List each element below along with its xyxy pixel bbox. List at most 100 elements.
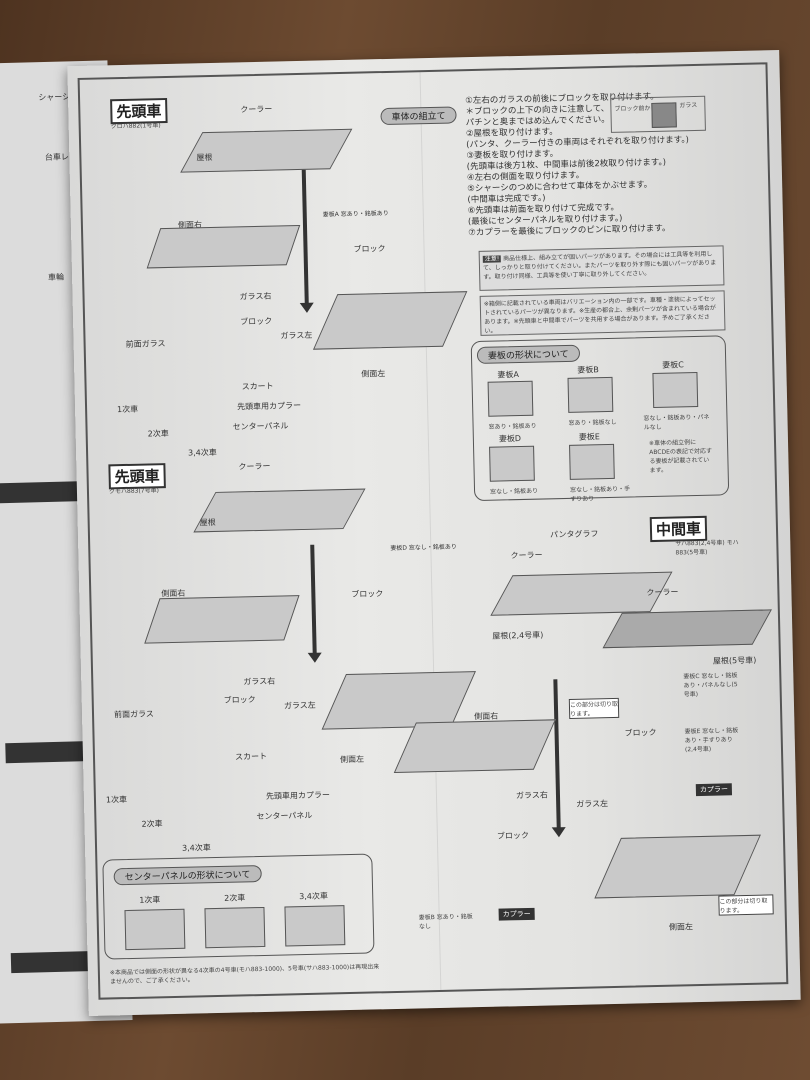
label: 妻板B 窓あり・銘板なし — [418, 913, 473, 931]
block-inset: ブロック前から ガラス — [610, 95, 706, 133]
label: 妻板C — [662, 360, 684, 370]
label: 屋根(5号車) — [712, 655, 757, 666]
label: ブロック — [624, 728, 657, 738]
end-plate-c-diagram — [652, 371, 699, 408]
label: ガラス右 — [243, 676, 276, 687]
label: 妻板C 窓なし・銘板あり・パネルなし(5号車) — [683, 672, 738, 699]
subtitle: クロハ882(1号車) — [110, 122, 161, 131]
label: ブロック — [240, 316, 273, 327]
arrow-icon — [310, 544, 317, 655]
instruction-sheet: 先頭車 クロハ882(1号車) クーラー 屋根 側面右 ガラス右 妻板A 窓あり… — [67, 50, 801, 1016]
label: 側面左 — [361, 369, 386, 379]
coupler-tag: カプラー — [498, 907, 535, 921]
panel-diagram — [204, 906, 266, 949]
label: 2次車 — [147, 428, 169, 439]
label: スカート — [241, 381, 274, 392]
label: 屋根 — [199, 517, 216, 528]
side-right-part — [393, 719, 556, 773]
label: ※車体の組立例にABCDEの表記で対応する妻板が記載されています。 — [648, 439, 713, 475]
label: 車輪 — [47, 272, 65, 282]
label: パンタグラフ — [549, 529, 599, 540]
label: クーラー — [240, 104, 273, 115]
label: 前面ガラス — [125, 339, 166, 349]
label: 先頭車用カプラー — [265, 790, 331, 801]
side-left-part — [312, 291, 468, 350]
box-title: 妻板の形状について — [476, 344, 580, 364]
callout: この部分は切り取ります。 — [718, 894, 774, 916]
label: 1次車 — [139, 895, 161, 905]
label: クーラー — [510, 550, 543, 561]
roof-5-part — [602, 609, 772, 649]
label: 側面左 — [668, 922, 694, 932]
roof-24-part — [490, 571, 673, 616]
label: ブロック — [353, 244, 386, 254]
step: ＊ブロックの上下の向きに注意して、パチンと奥まではめ込んでください。 — [465, 103, 610, 129]
label: 屋根(2,4号車) — [492, 630, 544, 641]
panel-diagram — [124, 908, 186, 951]
label: ガラス左 — [576, 799, 609, 809]
label: 窓なし・銘板あり・パネルなし — [643, 413, 710, 432]
end-plate-a-diagram — [487, 380, 534, 417]
label: ガラス左 — [280, 330, 313, 341]
label: クーラー — [238, 461, 271, 472]
roof-part — [180, 128, 353, 173]
end-plate-b-diagram — [567, 376, 614, 413]
label: 窓なし・銘板あり — [490, 487, 539, 496]
box-title: センターパネルの形状について — [113, 865, 262, 886]
roof-part — [193, 488, 366, 533]
callout: この部分は切り取ります。 — [568, 697, 620, 719]
label: 屋根 — [196, 152, 213, 163]
label: 妻板A — [497, 370, 520, 380]
end-plate-e-diagram — [569, 443, 615, 480]
label: 3,4次車 — [181, 843, 211, 853]
side-part — [146, 224, 301, 269]
label: 妻板E — [578, 432, 601, 442]
note-box: ※箱側に記載されている車両はバリエーション内の一部です。車種・塗装によってセット… — [479, 290, 726, 336]
panel-diagram — [284, 905, 346, 947]
label: 前面ガラス — [113, 709, 154, 720]
label: 2次車 — [224, 893, 246, 903]
label: センターパネル — [256, 810, 313, 822]
label: 窓なし・銘板あり・手すりあり — [569, 485, 631, 503]
label: スカート — [234, 751, 268, 762]
label: ブロック — [351, 589, 384, 599]
label: ブロック — [496, 830, 529, 841]
label: 3,4次車 — [188, 447, 217, 458]
label: 窓あり・銘板なし — [568, 418, 617, 427]
label: 妻板E 窓なし・銘板あり・手すりあり(2,4号車) — [684, 727, 739, 754]
label: 窓あり・銘板あり — [488, 422, 537, 431]
section-header: 車体の組立て — [380, 106, 457, 126]
caution-label: 注意! — [482, 255, 502, 263]
label: 妻板D 窓なし・銘板あり — [390, 543, 457, 552]
footnote: ※本商品では側面の形状が異なる4次車の4号車(モハ883-1000)、5号車(サ… — [109, 963, 380, 986]
label: ガラス — [679, 101, 698, 110]
caution-box: 注意! 商品仕様上、組み立てが固いパーツがあります。その場合には工具等を利用して… — [478, 245, 725, 291]
subtitle: サハ883(2,4号車) モハ883(5号車) — [675, 539, 739, 557]
end-plate-d-diagram — [489, 445, 535, 482]
label: ガラス左 — [283, 700, 316, 711]
label: ブロック前から — [614, 104, 657, 113]
label: 3,4次車 — [299, 891, 329, 902]
label: クーラー — [646, 587, 679, 598]
label: 1次車 — [117, 404, 139, 415]
label: 先頭車用カプラー — [236, 400, 302, 412]
caution-text: 商品仕様上、組み立てが固いパーツがあります。その場合には工具等を利用して、しっか… — [482, 250, 717, 281]
label: 2次車 — [141, 819, 163, 829]
label: ガラス右 — [515, 790, 548, 801]
label: 妻板A 窓あり・銘板あり — [322, 209, 389, 219]
coupler-tag: カプラー — [695, 783, 733, 797]
label: センターパネル — [232, 421, 289, 432]
arrow-icon — [301, 169, 309, 305]
label: 妻板D — [498, 434, 522, 444]
label: 1次車 — [105, 795, 128, 805]
end-plate-box: 妻板の形状について 妻板A 窓あり・銘板あり 妻板B 窓あり・銘板なし 妻板C … — [470, 335, 730, 503]
label: 妻板B — [577, 365, 599, 375]
side-part — [144, 595, 300, 644]
center-panel-box: センターパネルの形状について 1次車 2次車 3,4次車 — [102, 853, 375, 960]
side-left-part — [594, 834, 761, 899]
label: ブロック — [223, 695, 256, 705]
label: 側面左 — [340, 754, 365, 765]
arrow-icon — [553, 679, 561, 830]
subtitle: クモハ883(7号車) — [108, 487, 160, 496]
label: ガラス右 — [239, 291, 272, 302]
